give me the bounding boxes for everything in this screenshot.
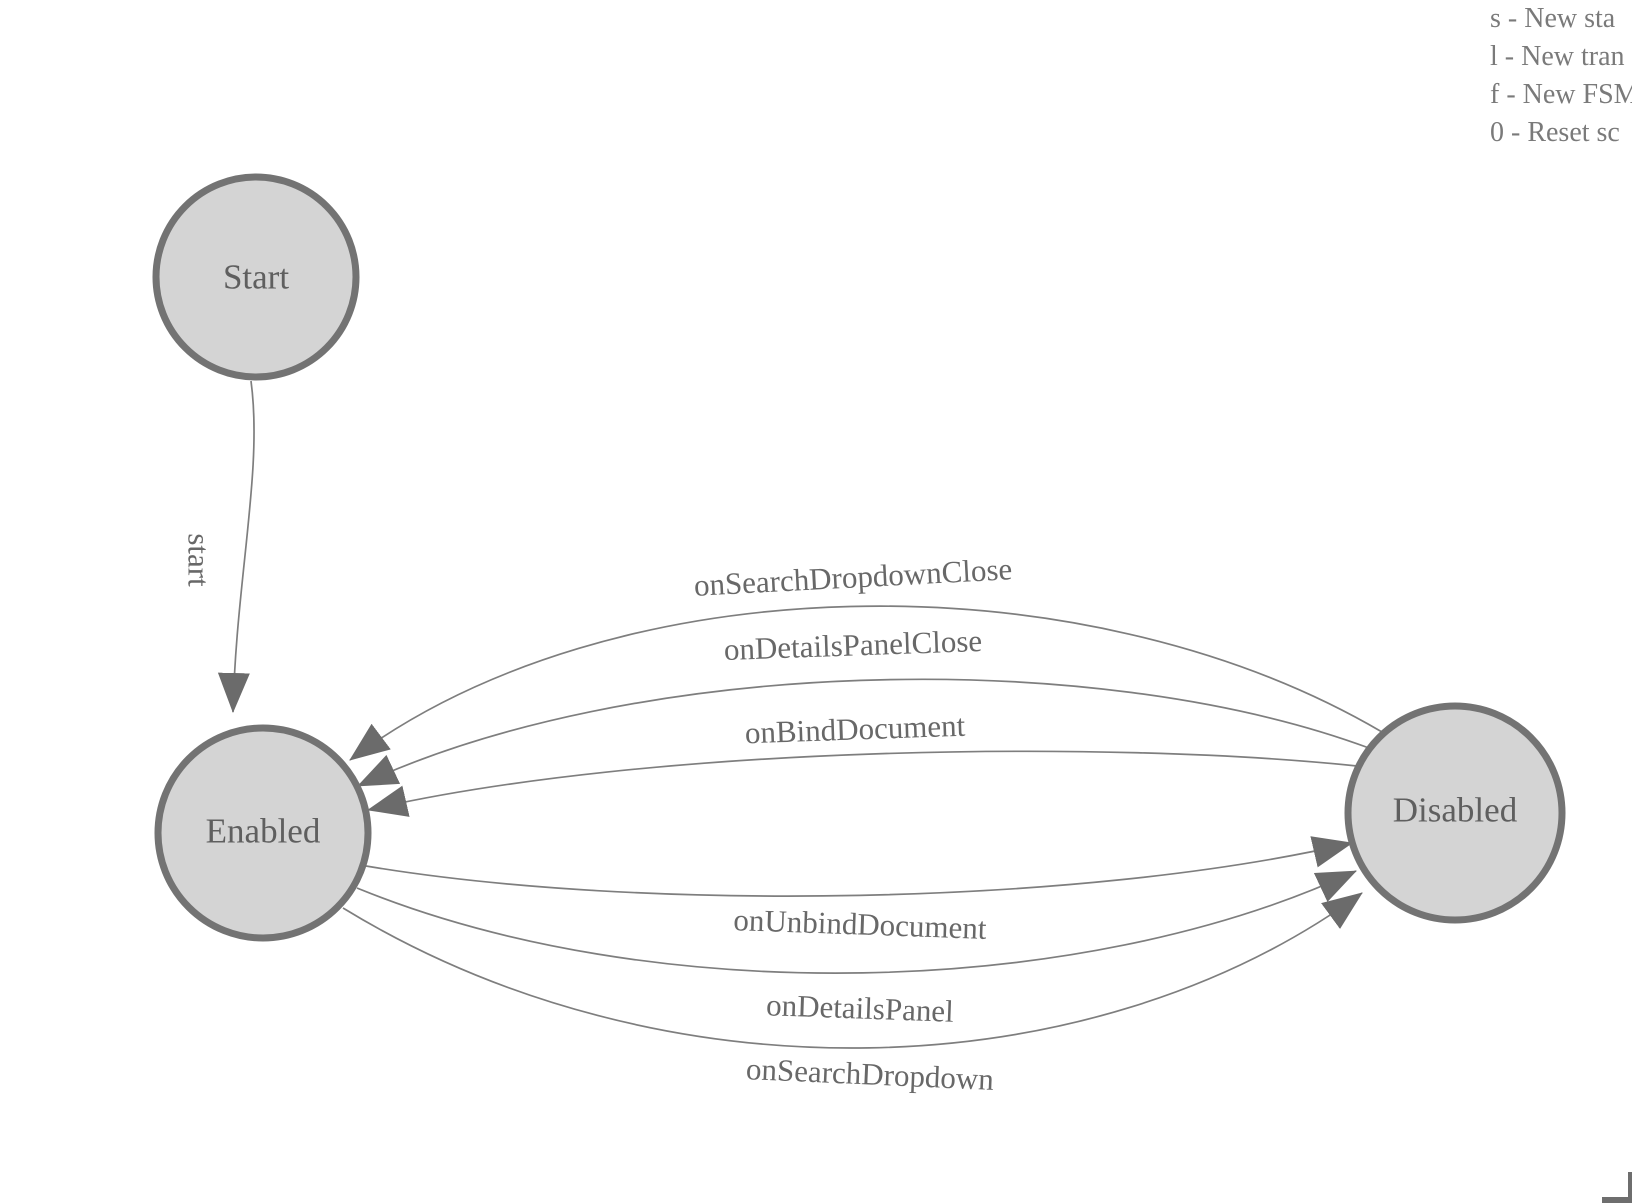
state-node-start[interactable]: Start — [152, 173, 360, 381]
legend-line-new-fsm: f - New FSM — [1490, 79, 1632, 110]
transition-start-wire[interactable] — [217, 380, 255, 713]
state-label-disabled: Disabled — [1393, 791, 1518, 830]
transition-onDetailsPanelClose[interactable]: onDetailsPanelClose — [357, 623, 1370, 787]
transition-onUnbindDocument-wire[interactable] — [365, 836, 1353, 897]
state-circle-disabled[interactable] — [1344, 702, 1566, 924]
transition-onUnbindDocument[interactable]: onUnbindDocument — [365, 836, 1353, 946]
legend-line-new-state: s - New sta — [1490, 3, 1616, 34]
legend-line-new-transition: l - New tran — [1490, 41, 1625, 72]
transition-onBindDocument[interactable]: onBindDocument — [367, 708, 1358, 817]
transition-onSearchDropdownClose-wire[interactable] — [349, 605, 1383, 761]
shortcut-legend: s - New sta l - New tran f - New FSM 0 -… — [1490, 3, 1632, 148]
transition-onDetailsPanel[interactable]: onDetailsPanel — [356, 870, 1357, 1029]
transition-label-onSearchDropdown[interactable]: onSearchDropdown — [745, 1051, 995, 1097]
transition-label-onBindDocument[interactable]: onBindDocument — [744, 708, 966, 751]
transition-label-onDetailsPanel[interactable]: onDetailsPanel — [766, 987, 955, 1029]
transition-label-onUnbindDocument[interactable]: onUnbindDocument — [733, 902, 988, 946]
corner-vertical-bar — [1628, 1172, 1632, 1202]
state-circle-start[interactable] — [152, 173, 360, 381]
transition-label-start[interactable]: start — [182, 533, 217, 587]
state-circle-enabled[interactable] — [154, 724, 372, 942]
transition-onDetailsPanelClose-wire[interactable] — [357, 678, 1370, 787]
state-label-start: Start — [223, 258, 289, 297]
transition-onDetailsPanel-wire[interactable] — [356, 870, 1357, 974]
transition-label-onSearchDropdownClose[interactable]: onSearchDropdownClose — [693, 551, 1013, 603]
transition-start[interactable]: start — [182, 380, 255, 713]
transition-onSearchDropdown-wire[interactable] — [342, 892, 1363, 1049]
state-node-enabled[interactable]: Enabled — [154, 724, 372, 942]
transition-label-onDetailsPanelClose[interactable]: onDetailsPanelClose — [723, 623, 982, 667]
state-label-enabled: Enabled — [206, 812, 321, 851]
legend-line-reset: 0 - Reset sc — [1490, 117, 1620, 148]
corner-horizontal-bar — [1602, 1197, 1632, 1203]
transition-onBindDocument-wire[interactable] — [367, 750, 1358, 817]
state-node-disabled[interactable]: Disabled — [1344, 702, 1566, 924]
cropped-corner-widget — [1602, 1172, 1632, 1203]
